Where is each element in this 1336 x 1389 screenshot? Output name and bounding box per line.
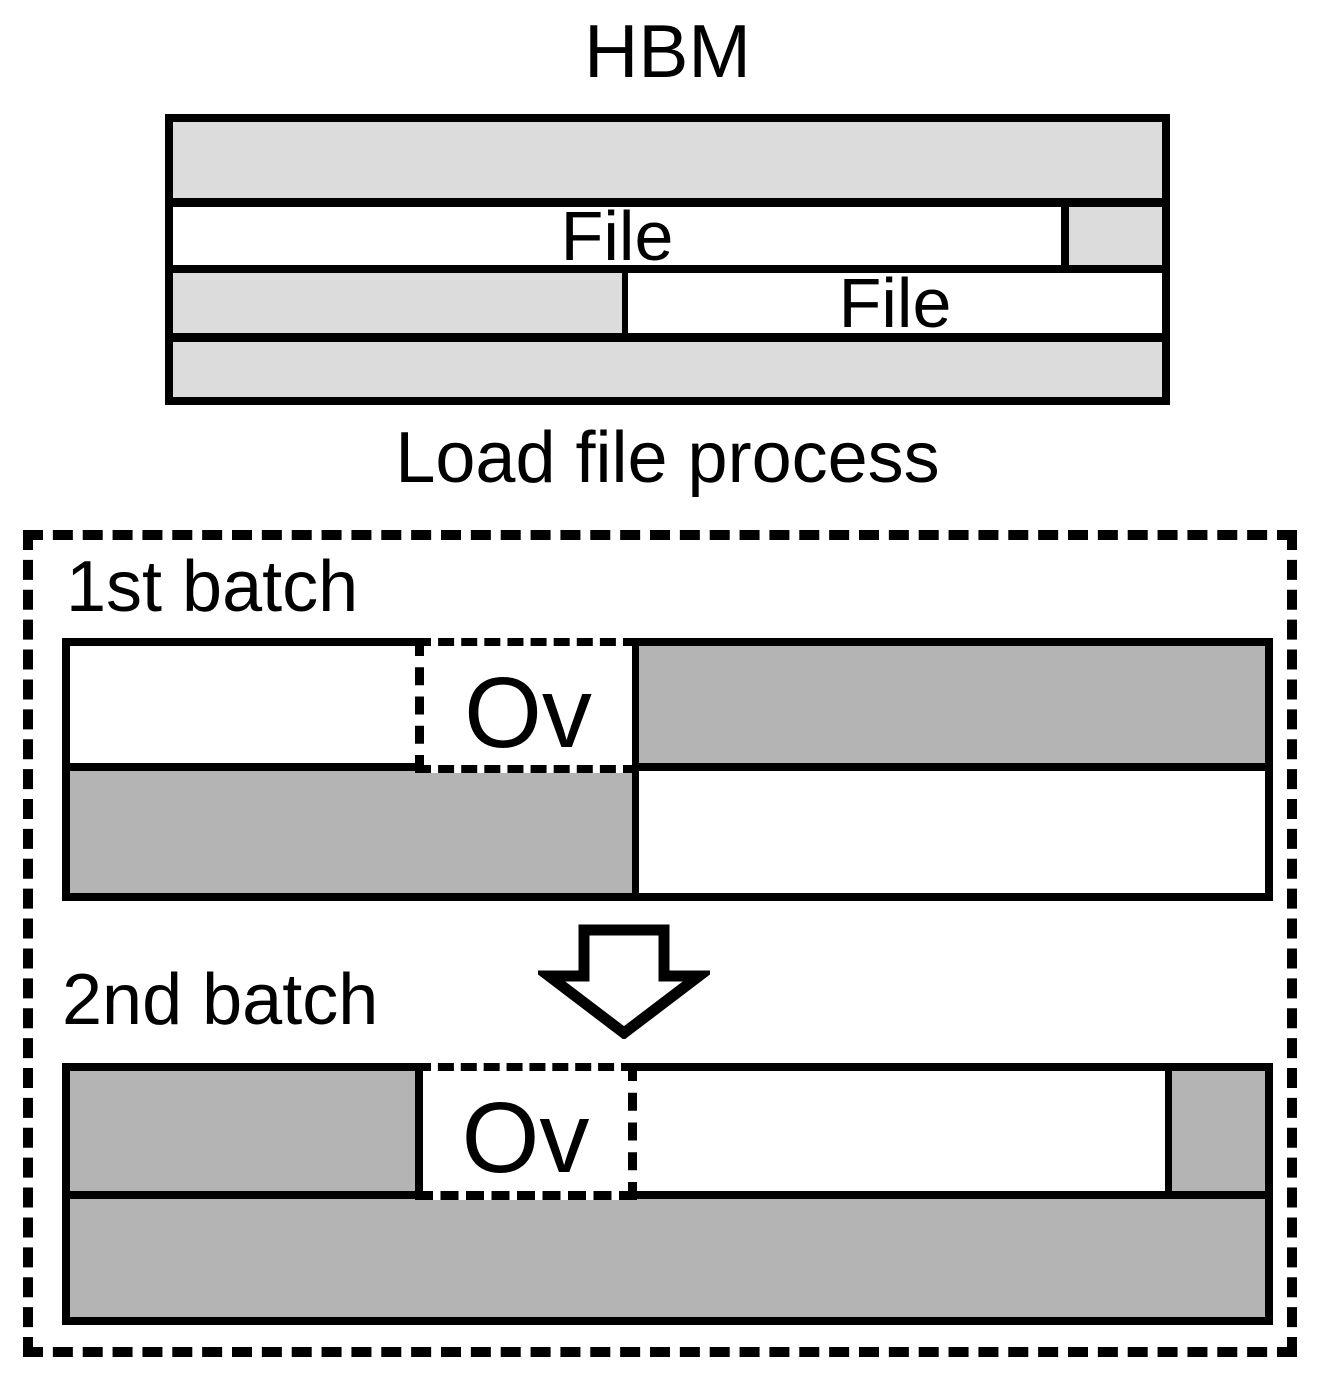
row-divider: [70, 763, 1265, 771]
overlap-label-second: Ov: [461, 1082, 590, 1194]
hbm-file-1-label: File: [560, 197, 674, 275]
down-arrow-icon: [538, 924, 710, 1039]
hbm-free-segment-left: [173, 273, 622, 333]
segment-divider: [632, 771, 639, 893]
hbm-row-free-top: [173, 122, 1162, 198]
first-batch-row2-gray-segment: [70, 771, 632, 893]
second-batch-row-2: [70, 1199, 1265, 1317]
first-batch-row1-gray-segment: [639, 646, 1265, 763]
second-batch-row1-gray-left-segment: [70, 1071, 415, 1191]
second-batch-row-1: [70, 1071, 1265, 1191]
first-batch-row2-white-segment: [639, 771, 1265, 893]
first-batch-row-2: [70, 771, 1265, 893]
load-file-process-caption: Load file process: [395, 418, 940, 498]
hbm-row-free-bottom: [173, 342, 1162, 397]
hbm-file-1-block: File: [173, 197, 1061, 275]
hbm-file-2-block: File: [628, 264, 1162, 342]
row-divider: [173, 198, 1162, 207]
segment-divider: [622, 273, 628, 333]
second-batch-bar: [62, 1063, 1273, 1325]
hbm-row-file-1: File: [173, 197, 1162, 275]
first-batch-label: 1st batch: [66, 547, 359, 627]
overlap-label-first: Ov: [464, 656, 592, 769]
hbm-memory-box: File File: [165, 114, 1170, 405]
second-batch-label: 2nd batch: [62, 960, 379, 1040]
second-batch-row1-gray-right-segment: [1172, 1071, 1265, 1191]
row-divider: [70, 1191, 1265, 1199]
row-divider: [173, 265, 1162, 273]
hbm-free-segment-right: [1069, 207, 1162, 265]
hbm-file-2-label: File: [838, 264, 952, 342]
overlap-box-first: Ov: [415, 638, 639, 773]
first-batch-bar: [62, 638, 1273, 901]
row-divider: [173, 333, 1162, 342]
hbm-row-file-2: File: [173, 264, 1162, 342]
batch-process-container: [23, 530, 1297, 1357]
first-batch-row-1: [70, 646, 1265, 763]
segment-divider: [1061, 207, 1069, 265]
segment-divider: [1165, 1071, 1172, 1191]
hbm-title: HBM: [584, 9, 751, 93]
overlap-box-second: Ov: [415, 1063, 637, 1200]
